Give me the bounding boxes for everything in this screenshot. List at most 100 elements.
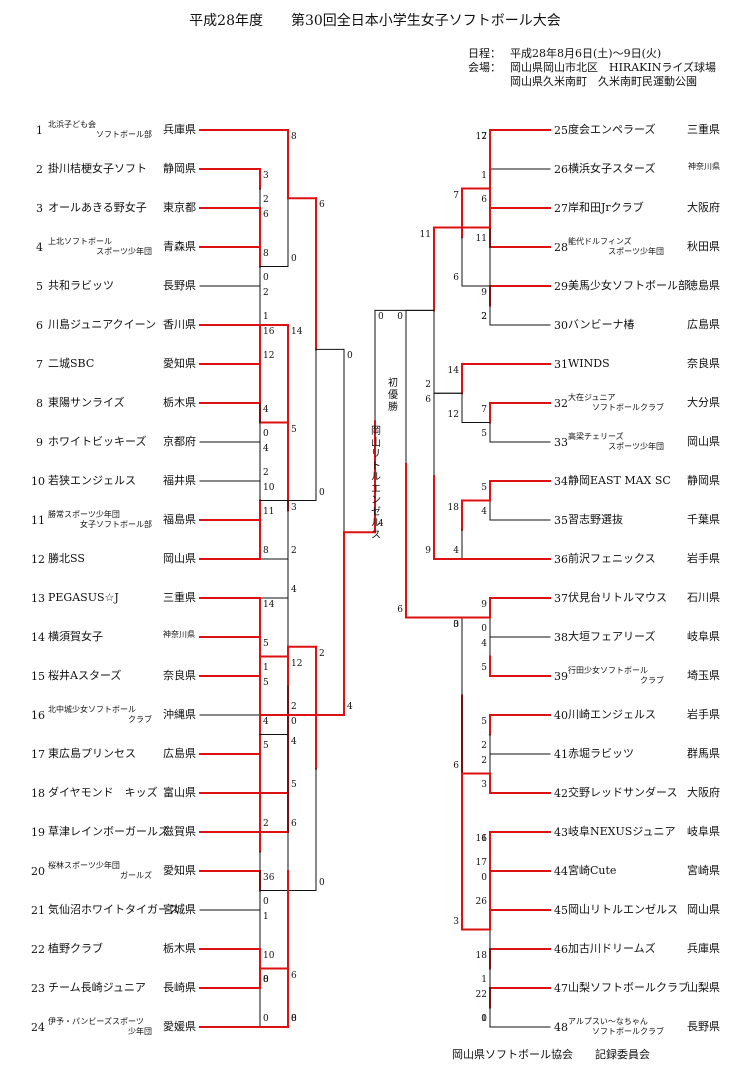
team-name: 若狭エンジェルス [48, 474, 136, 487]
match-score: 5 [481, 663, 487, 673]
page-title: 平成28年度 第30回全日本小学生女子ソフトボール大会 [189, 13, 561, 29]
team-name: 交野レッドサンダース [568, 786, 678, 799]
match-score: 6 [291, 970, 297, 981]
team-prefecture: 宮城県 [163, 903, 196, 916]
team-name: クラブ [640, 676, 664, 685]
team-name: 勝常スポーツ少年団 [48, 510, 120, 519]
team-prefecture: 長野県 [687, 1020, 720, 1033]
team-number: 17 [31, 748, 45, 761]
team-prefecture: 大阪府 [687, 201, 720, 214]
team-prefecture: 三重県 [163, 591, 196, 604]
team-name: バンビーナ椿 [568, 318, 635, 331]
match-score: 0 [319, 877, 325, 888]
match-score: 1 [481, 1014, 487, 1024]
team-name: 北浜子ども会 [48, 120, 96, 129]
match-score: 2 [263, 288, 269, 298]
team-number: 40 [554, 709, 568, 722]
team-name: 山梨ソフトボールクラブ [568, 981, 689, 994]
team-number: 29 [554, 280, 568, 293]
team-number: 21 [31, 904, 45, 917]
team-number: 26 [554, 163, 568, 176]
team-name: 習志野選抜 [568, 513, 623, 526]
team-number: 10 [31, 475, 45, 488]
team-number: 44 [554, 865, 568, 878]
team-prefecture: 群馬県 [687, 747, 720, 760]
team-prefecture: 三重県 [687, 123, 720, 136]
team-prefecture: 神奈川県 [688, 162, 720, 171]
match-score: 16 [263, 327, 275, 337]
match-score: 12 [263, 351, 275, 361]
team-number: 5 [36, 280, 43, 293]
match-score: 9 [425, 546, 431, 556]
team-name: 東陽サンライズ [48, 396, 125, 409]
team-prefecture: 奈良県 [163, 669, 196, 682]
team-name: ソフトボール部 [96, 130, 152, 139]
team-prefecture: 京都府 [163, 435, 196, 448]
team-name: 横須賀女子 [48, 630, 103, 643]
team-prefecture: 埼玉県 [687, 669, 720, 682]
team-name: 桜林スポーツ少年団 [48, 861, 120, 870]
schedule-text: 平成28年8月6日(土)～9日(火) [510, 47, 662, 60]
match-score: 5 [481, 483, 487, 493]
team-name: 岡山リトルエンゼルス [568, 903, 678, 916]
team-number: 22 [31, 943, 45, 956]
match-score: 36 [263, 873, 275, 883]
match-score: 11 [475, 234, 487, 244]
team-name: 加古川ドリームズ [568, 942, 656, 955]
match-score: 6 [481, 195, 487, 205]
team-number: 3 [36, 202, 43, 215]
team-name: 女子ソフトボール部 [80, 520, 152, 529]
team-name: 桜井Aスターズ [48, 669, 122, 682]
team-prefecture: 千葉県 [687, 513, 720, 526]
match-score: 5 [263, 741, 269, 751]
team-number: 8 [36, 397, 43, 410]
team-name: 掛川桔梗女子ソフト [48, 162, 147, 175]
match-score: 1 [263, 312, 269, 322]
team-number: 14 [31, 631, 45, 644]
match-score: 6 [291, 819, 297, 829]
team-prefecture: 石川県 [687, 591, 720, 604]
match-score: 0 [263, 897, 269, 907]
team-number: 46 [554, 943, 568, 956]
team-number: 47 [554, 982, 568, 995]
match-score: 4 [481, 507, 487, 517]
champion-team: 岡山リトルエンゼルス [371, 426, 381, 541]
match-score: 9 [481, 600, 487, 610]
match-score: 14 [291, 327, 303, 337]
team-name: 静岡EAST MAX SC [568, 474, 671, 487]
team-prefecture: 栃木県 [163, 396, 196, 409]
match-score: 11 [263, 507, 275, 517]
match-score: 0 [263, 429, 269, 439]
match-score: 2 [425, 380, 431, 391]
team-name: 勝北SS [48, 552, 85, 565]
match-score: 26 [475, 897, 487, 907]
match-score: 2 [481, 756, 487, 766]
team-number: 18 [31, 787, 45, 800]
match-score: 2 [291, 546, 297, 556]
team-name: ガールズ [120, 871, 152, 880]
match-score: 1 [263, 663, 269, 673]
team-prefecture: 岐阜県 [687, 630, 720, 643]
team-prefecture: 宮崎県 [687, 864, 720, 877]
match-score: 0 [481, 624, 487, 634]
team-number: 31 [554, 358, 568, 371]
match-score: 3 [263, 171, 269, 181]
venue-2: 岡山県久米南町 久米南町民運動公園 [510, 75, 697, 88]
team-name: ソフトボールクラブ [592, 1027, 664, 1036]
match-score: 8 [291, 132, 297, 142]
team-number: 45 [554, 904, 568, 917]
match-score: 5 [481, 717, 487, 727]
match-score: 18 [447, 502, 459, 513]
team-prefecture: 静岡県 [163, 162, 196, 175]
team-prefecture: 岡山県 [687, 435, 720, 448]
match-score: 0 [453, 619, 459, 630]
team-prefecture: 広島県 [687, 318, 720, 331]
team-prefecture: 福井県 [163, 474, 196, 487]
team-name: 上北ソフトボール [48, 237, 112, 246]
match-score: 0 [397, 312, 403, 323]
team-number: 11 [31, 514, 45, 527]
match-score: 2 [263, 195, 269, 205]
team-prefecture: 栃木県 [163, 942, 196, 955]
team-name: 二城SBC [48, 357, 95, 370]
team-prefecture: 長崎県 [163, 981, 196, 994]
